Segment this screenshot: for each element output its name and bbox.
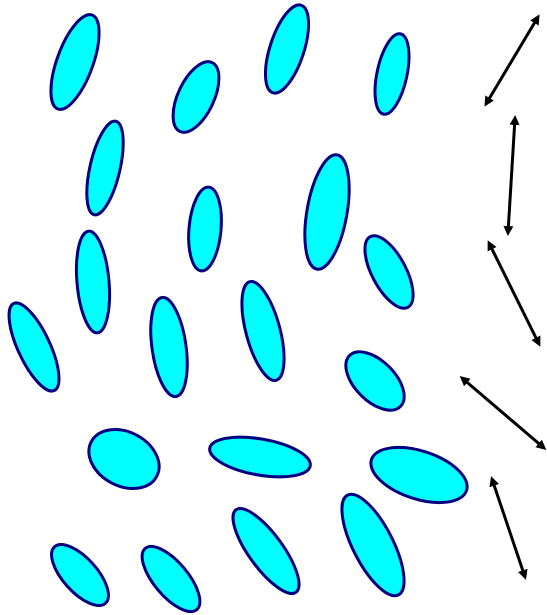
double-headed-arrow-icon-4 (462, 378, 544, 448)
double-headed-arrow-icon-1 (486, 17, 538, 104)
ellipse-cell-2-1 (80, 118, 131, 218)
ellipse-cell-4-1 (0, 297, 69, 398)
ellipse-cell-1-1 (41, 9, 109, 115)
ellipse-cell-1-4 (369, 31, 415, 117)
ellipse-cell-4-3 (79, 418, 170, 500)
orientation-arrows-group (462, 17, 544, 577)
ellipse-cell-3-3 (233, 277, 292, 384)
ellipse-cell-1-2 (164, 55, 229, 139)
ellipse-cell-5-1 (42, 535, 118, 614)
ellipse-cell-2-4 (355, 229, 423, 316)
double-headed-arrow-icon-3 (489, 243, 539, 344)
ellipse-cell-2-3 (297, 151, 357, 272)
ellipse-cell-4-4 (207, 430, 314, 483)
ellipse-cell-3-2 (145, 295, 193, 399)
ellipse-cell-5-4 (330, 486, 416, 604)
ellipse-cell-3-1 (73, 230, 114, 334)
ellipse-cells-group (0, 0, 474, 615)
ellipse-cell-5-2 (132, 537, 209, 615)
ellipse-cell-4-5 (364, 437, 474, 514)
double-headed-arrow-icon-2 (508, 118, 515, 233)
ellipse-cell-4-2 (335, 341, 414, 420)
ellipse-cell-2-2 (185, 186, 224, 272)
ellipse-cell-1-3 (257, 0, 318, 98)
double-headed-arrow-icon-5 (492, 479, 525, 577)
ellipse-cell-5-3 (222, 500, 309, 603)
